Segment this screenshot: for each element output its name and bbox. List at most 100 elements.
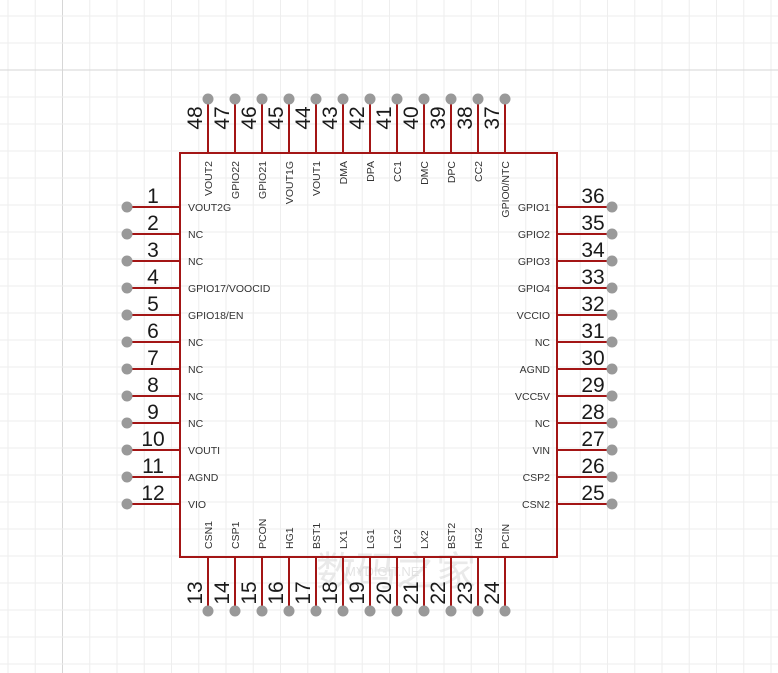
- pin-endpoint[interactable]: [418, 605, 430, 617]
- pin-number: 8: [147, 374, 159, 397]
- pin-endpoint[interactable]: [606, 282, 618, 294]
- pin-endpoint[interactable]: [229, 93, 241, 105]
- pin-endpoint[interactable]: [121, 390, 133, 402]
- pin-endpoint[interactable]: [391, 93, 403, 105]
- pin-endpoint[interactable]: [256, 605, 268, 617]
- pin-endpoint[interactable]: [606, 336, 618, 348]
- pin-endpoint[interactable]: [229, 605, 241, 617]
- pin-endpoint[interactable]: [606, 309, 618, 321]
- pin-endpoint[interactable]: [391, 605, 403, 617]
- pin-endpoint[interactable]: [472, 93, 484, 105]
- pin-endpoint[interactable]: [202, 93, 214, 105]
- pin-endpoint[interactable]: [499, 605, 511, 617]
- pin-endpoint[interactable]: [310, 93, 322, 105]
- pin-endpoint[interactable]: [606, 228, 618, 240]
- pin-endpoint[interactable]: [121, 498, 133, 510]
- pin-endpoint[interactable]: [606, 255, 618, 267]
- pin-endpoint[interactable]: [606, 390, 618, 402]
- pin-endpoint[interactable]: [364, 93, 376, 105]
- pin-endpoint[interactable]: [606, 417, 618, 429]
- pin-endpoint[interactable]: [256, 93, 268, 105]
- pin-endpoint[interactable]: [472, 605, 484, 617]
- pin-endpoint[interactable]: [283, 605, 295, 617]
- pin-endpoint[interactable]: [121, 255, 133, 267]
- pin-endpoint[interactable]: [606, 201, 618, 213]
- pin-endpoint[interactable]: [121, 336, 133, 348]
- pin-endpoint[interactable]: [445, 605, 457, 617]
- pin-endpoint[interactable]: [121, 228, 133, 240]
- pin-endpoint[interactable]: [121, 417, 133, 429]
- pin-endpoint[interactable]: [202, 605, 214, 617]
- pin-endpoint[interactable]: [121, 363, 133, 375]
- pin-endpoint[interactable]: [337, 93, 349, 105]
- pin-endpoint[interactable]: [418, 93, 430, 105]
- chip-body[interactable]: [179, 152, 558, 558]
- pin-endpoint[interactable]: [606, 363, 618, 375]
- pin-endpoint[interactable]: [121, 444, 133, 456]
- pin-endpoint[interactable]: [606, 498, 618, 510]
- pin-endpoint[interactable]: [445, 93, 457, 105]
- pin-endpoint[interactable]: [310, 605, 322, 617]
- pin-name: NC: [188, 364, 204, 376]
- pin-name: CC1: [392, 161, 404, 182]
- pin-endpoint[interactable]: [606, 471, 618, 483]
- pin-endpoint[interactable]: [499, 93, 511, 105]
- pin-endpoint[interactable]: [606, 444, 618, 456]
- pin-endpoint[interactable]: [337, 605, 349, 617]
- pin-endpoint[interactable]: [121, 309, 133, 321]
- pin-endpoint[interactable]: [364, 605, 376, 617]
- pin-endpoint[interactable]: [121, 201, 133, 213]
- pin-endpoint[interactable]: [121, 282, 133, 294]
- pin-endpoint[interactable]: [283, 93, 295, 105]
- pin-endpoint[interactable]: [121, 471, 133, 483]
